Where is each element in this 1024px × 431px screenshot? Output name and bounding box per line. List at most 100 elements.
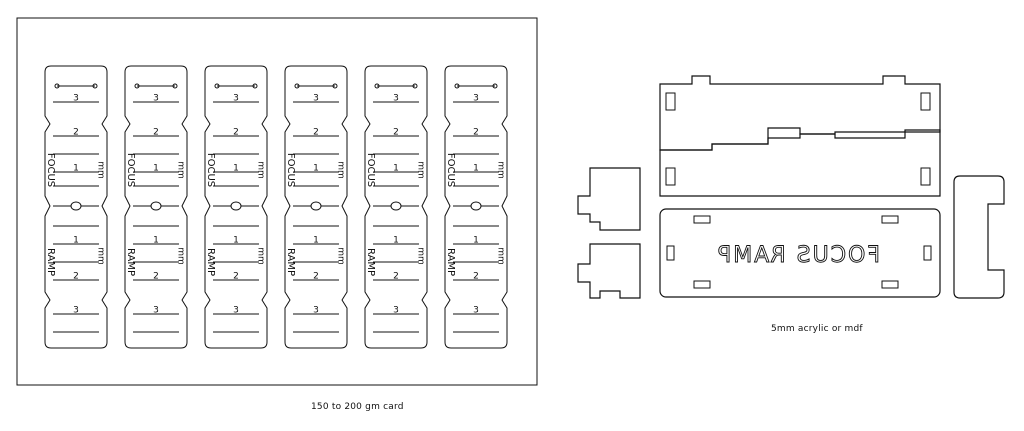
scale-number: 3 — [233, 94, 239, 104]
ramp-label: RAMP — [285, 248, 296, 276]
unit-label: mm — [416, 161, 426, 179]
base-slot-br — [881, 280, 899, 289]
card-sheet-border — [16, 17, 538, 386]
scale-number: 1 — [233, 236, 239, 246]
scale-number: 2 — [313, 128, 319, 138]
unit-label: mm — [176, 161, 186, 179]
base-slot-tr — [881, 215, 899, 224]
strip-center-hole — [70, 201, 82, 211]
strip-center-hole — [390, 201, 402, 211]
strip-pin-hole — [214, 83, 220, 89]
base-slot-bl — [693, 280, 711, 289]
strip-pin-hole — [454, 83, 460, 89]
scale-number: 1 — [313, 236, 319, 246]
ramp-label: RAMP — [365, 248, 376, 276]
scale-number: 1 — [153, 164, 159, 174]
strip-pin-hole — [134, 83, 140, 89]
ramp-label: RAMP — [125, 248, 136, 276]
clip-part-lower — [577, 243, 641, 299]
scale-number: 3 — [153, 94, 159, 104]
focus-label: FOCUS — [45, 153, 56, 187]
strip-outline — [284, 65, 348, 349]
acrylic-parts: FOCUS RAMP — [577, 75, 1005, 299]
strip-outline — [124, 65, 188, 349]
scale-number: 3 — [73, 306, 79, 316]
base-slot-tl — [693, 215, 711, 224]
strip-pin-hole — [252, 83, 258, 89]
scale-number: 1 — [153, 236, 159, 246]
strip-pin-hole — [92, 83, 98, 89]
unit-label: mm — [256, 247, 266, 265]
scale-number: 2 — [73, 128, 79, 138]
strip-pin-hole — [294, 83, 300, 89]
scale-number: 3 — [153, 306, 159, 316]
strip-outline — [364, 65, 428, 349]
strip-pin-hole — [54, 83, 60, 89]
scale-number: 2 — [393, 272, 399, 282]
scale-number: 2 — [473, 128, 479, 138]
scale-number: 1 — [473, 164, 479, 174]
unit-label: mm — [336, 161, 346, 179]
ramp-label: RAMP — [45, 248, 56, 276]
unit-label: mm — [336, 247, 346, 265]
strip-pin-hole — [492, 83, 498, 89]
scale-number: 2 — [393, 128, 399, 138]
scale-number: 3 — [313, 306, 319, 316]
middle-rail-part — [659, 127, 941, 197]
focus-label: FOCUS — [205, 153, 216, 187]
focus-label: FOCUS — [125, 153, 136, 187]
side-upright-part — [953, 175, 1005, 299]
scale-number: 2 — [233, 272, 239, 282]
scale-number: 2 — [73, 272, 79, 282]
scale-number: 1 — [233, 164, 239, 174]
focus-label: FOCUS — [365, 153, 376, 187]
scale-number: 1 — [73, 236, 79, 246]
strip-center-hole — [150, 201, 162, 211]
acrylic-caption: 5mm acrylic or mdf — [771, 324, 863, 334]
unit-label: mm — [96, 247, 106, 265]
top-rail-slot-left — [665, 92, 676, 111]
strip-center-hole — [470, 201, 482, 211]
unit-label: mm — [496, 247, 506, 265]
base-engraving: FOCUS RAMP — [716, 243, 880, 268]
strip-pin-hole — [332, 83, 338, 89]
base-slot-right — [923, 245, 932, 261]
scale-number: 1 — [393, 164, 399, 174]
top-rail-slot-right — [920, 92, 931, 111]
base-slot-left — [666, 245, 675, 261]
ramp-label: RAMP — [205, 248, 216, 276]
scale-number: 3 — [473, 94, 479, 104]
scale-number: 1 — [473, 236, 479, 246]
scale-number: 2 — [473, 272, 479, 282]
clip-part-upper — [577, 167, 641, 231]
ramp-label: RAMP — [445, 248, 456, 276]
strip-pin-hole — [374, 83, 380, 89]
strip-center-hole — [230, 201, 242, 211]
scale-number: 2 — [233, 128, 239, 138]
unit-label: mm — [416, 247, 426, 265]
unit-label: mm — [496, 161, 506, 179]
scale-number: 2 — [153, 272, 159, 282]
focus-label: FOCUS — [445, 153, 456, 187]
strip-pin-hole — [412, 83, 418, 89]
scale-number: 3 — [73, 94, 79, 104]
unit-label: mm — [256, 161, 266, 179]
scale-number: 3 — [393, 306, 399, 316]
scale-number: 1 — [73, 164, 79, 174]
card-sheet-caption: 150 to 200 gm card — [311, 402, 404, 412]
scale-number: 2 — [313, 272, 319, 282]
strip-center-hole — [310, 201, 322, 211]
scale-number: 1 — [313, 164, 319, 174]
top-rail-part — [659, 75, 941, 151]
middle-rail-slot-left — [665, 167, 676, 186]
strip-pin-hole — [172, 83, 178, 89]
unit-label: mm — [96, 161, 106, 179]
scale-number: 3 — [313, 94, 319, 104]
strip-outline — [444, 65, 508, 349]
scale-number: 3 — [473, 306, 479, 316]
scale-number: 1 — [393, 236, 399, 246]
unit-label: mm — [176, 247, 186, 265]
middle-rail-slot-right — [920, 167, 931, 186]
